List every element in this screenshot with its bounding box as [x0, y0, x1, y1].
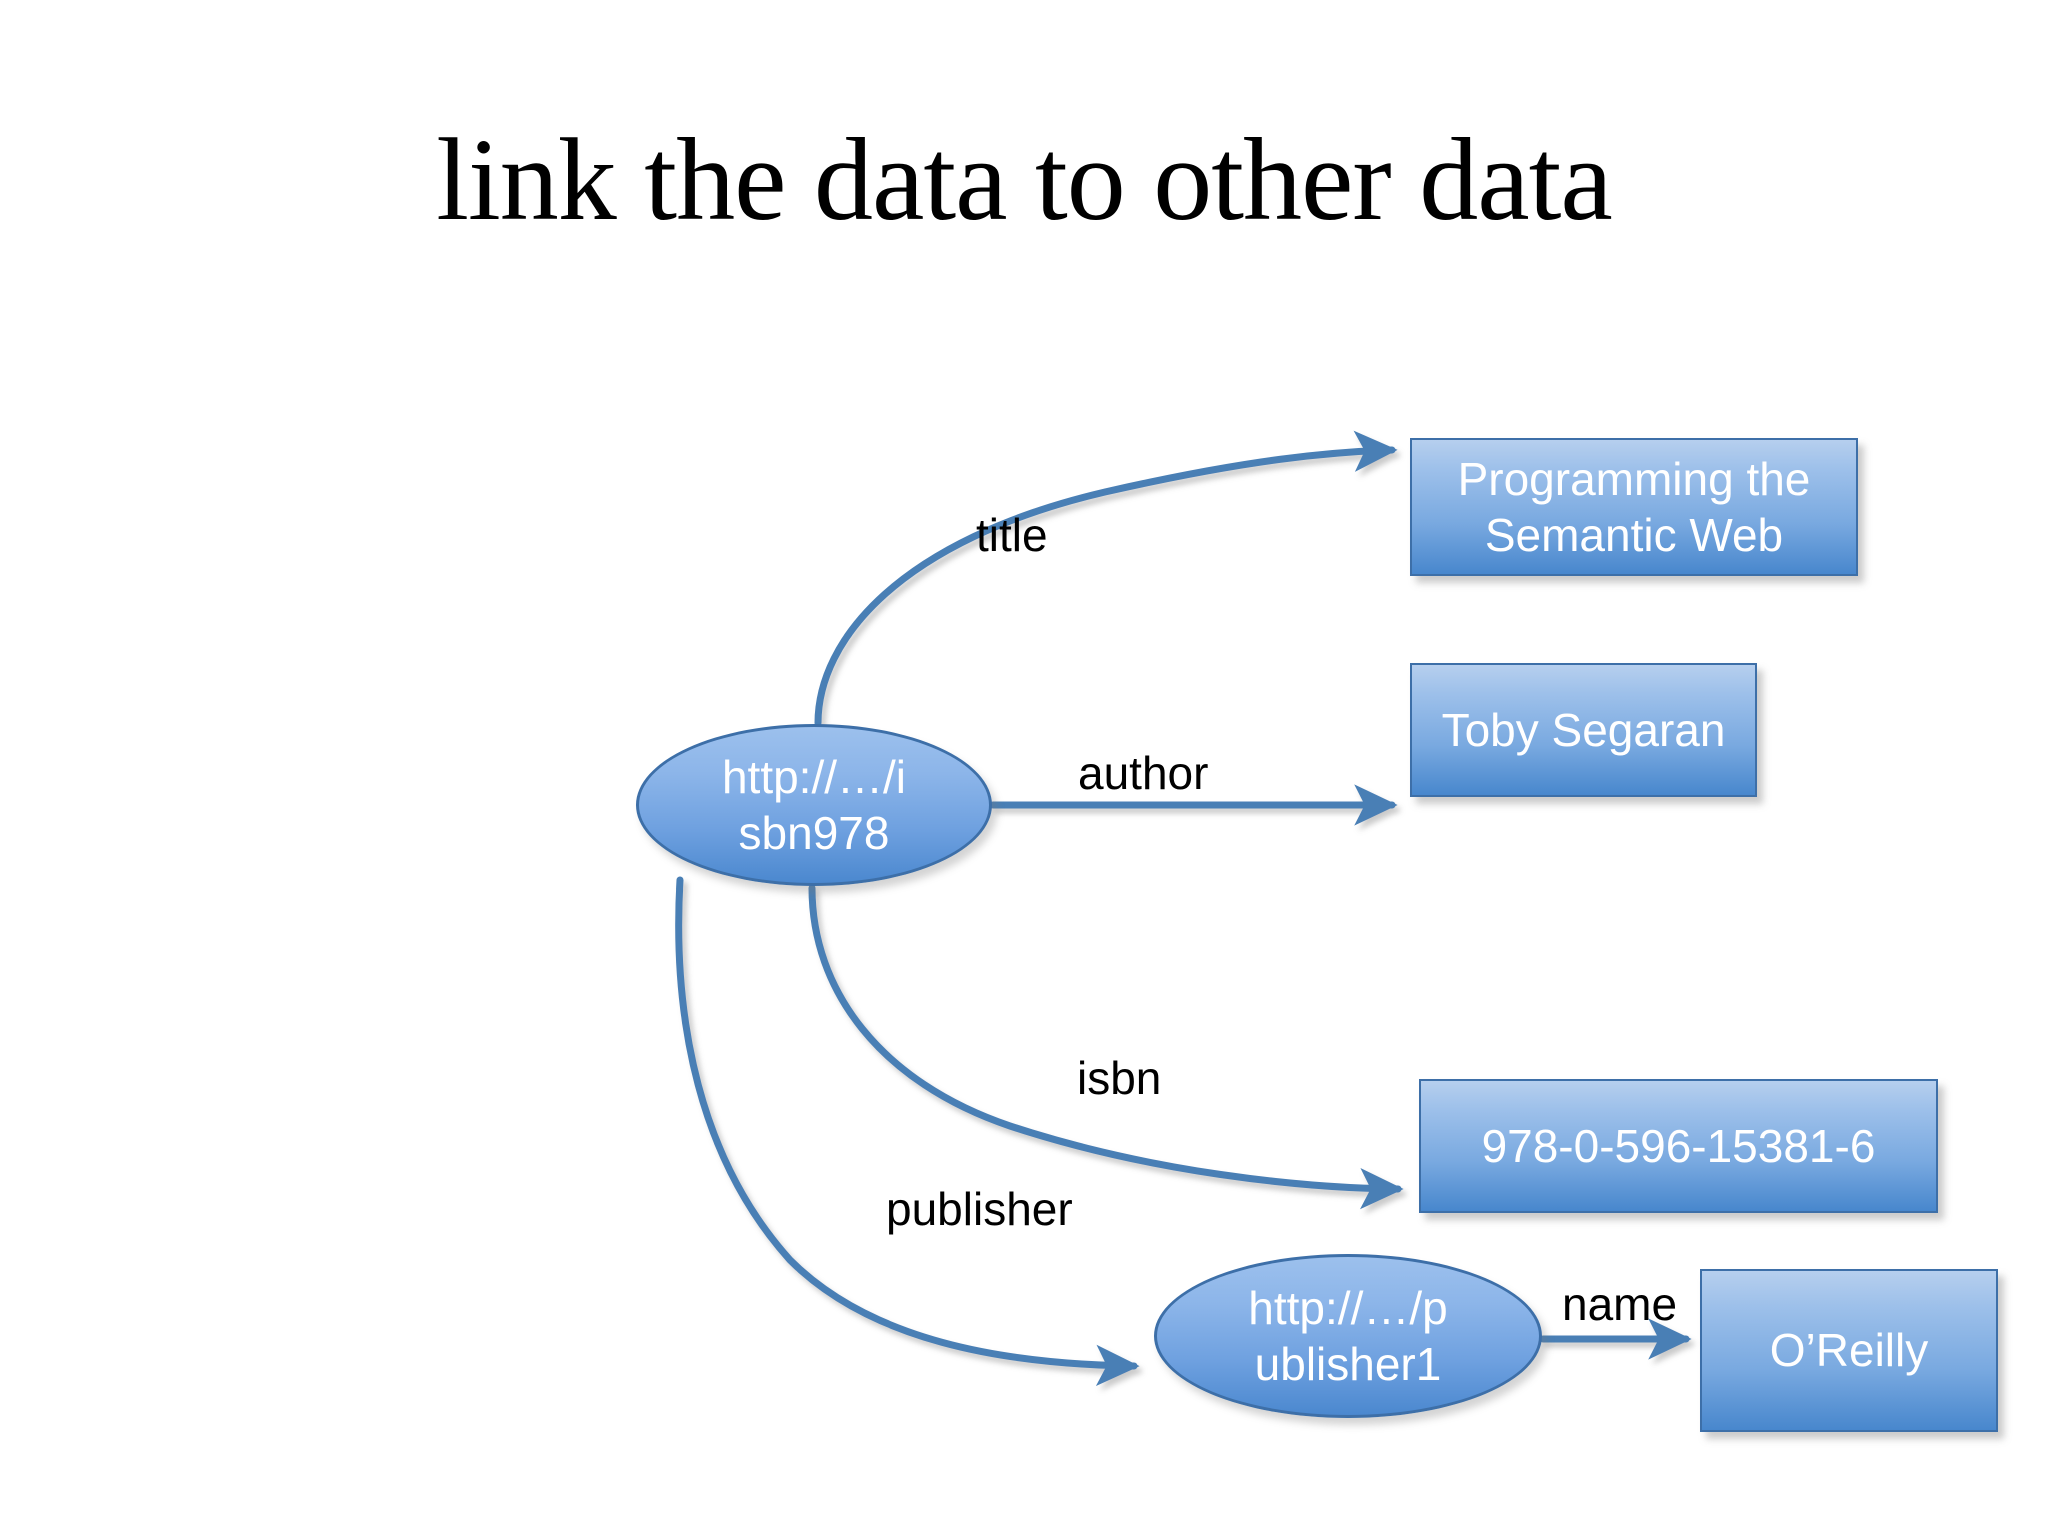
- graph-node-isbn-value[interactable]: 978-0-596-15381-6: [1419, 1079, 1938, 1213]
- node-label-line: Semantic Web: [1484, 509, 1784, 561]
- graph-node-label: http://…/i sbn978: [722, 749, 906, 861]
- edge-label-name: name: [1562, 1278, 1678, 1330]
- graph-node-author-value[interactable]: Toby Segaran: [1410, 663, 1757, 797]
- graph-node-label: 978-0-596-15381-6: [1481, 1119, 1876, 1172]
- node-label-line: sbn978: [738, 807, 890, 859]
- edge-label-isbn: isbn: [1077, 1052, 1162, 1104]
- graph-node-label: http://…/p ublisher1: [1248, 1280, 1447, 1392]
- graph-node-label: Toby Segaran: [1441, 703, 1726, 756]
- edge-path-isbn: [808, 884, 1404, 1210]
- page-title: link the data to other data: [436, 114, 1613, 245]
- edge-label-title: title: [976, 509, 1048, 561]
- node-label-line: Programming the: [1457, 452, 1811, 505]
- edge-path-title: [814, 430, 1398, 727]
- node-label-line: http://…/i: [721, 750, 907, 803]
- edge-label-author: author: [1078, 747, 1209, 799]
- edge-label-publisher: publisher: [886, 1183, 1073, 1235]
- graph-node-label: Programming the Semantic Web: [1458, 451, 1811, 563]
- graph-node-title-value[interactable]: Programming the Semantic Web: [1410, 438, 1858, 576]
- edge-path-publisher: [675, 876, 1140, 1387]
- node-label-line: http://…/p: [1248, 1281, 1448, 1334]
- graph-node-publisher-uri[interactable]: http://…/p ublisher1: [1154, 1254, 1542, 1418]
- graph-node-isbn-uri[interactable]: http://…/i sbn978: [636, 724, 992, 886]
- node-label-line: ublisher1: [1254, 1338, 1442, 1390]
- graph-node-name-value[interactable]: O’Reilly: [1700, 1269, 1998, 1432]
- graph-node-label: O’Reilly: [1769, 1324, 1929, 1377]
